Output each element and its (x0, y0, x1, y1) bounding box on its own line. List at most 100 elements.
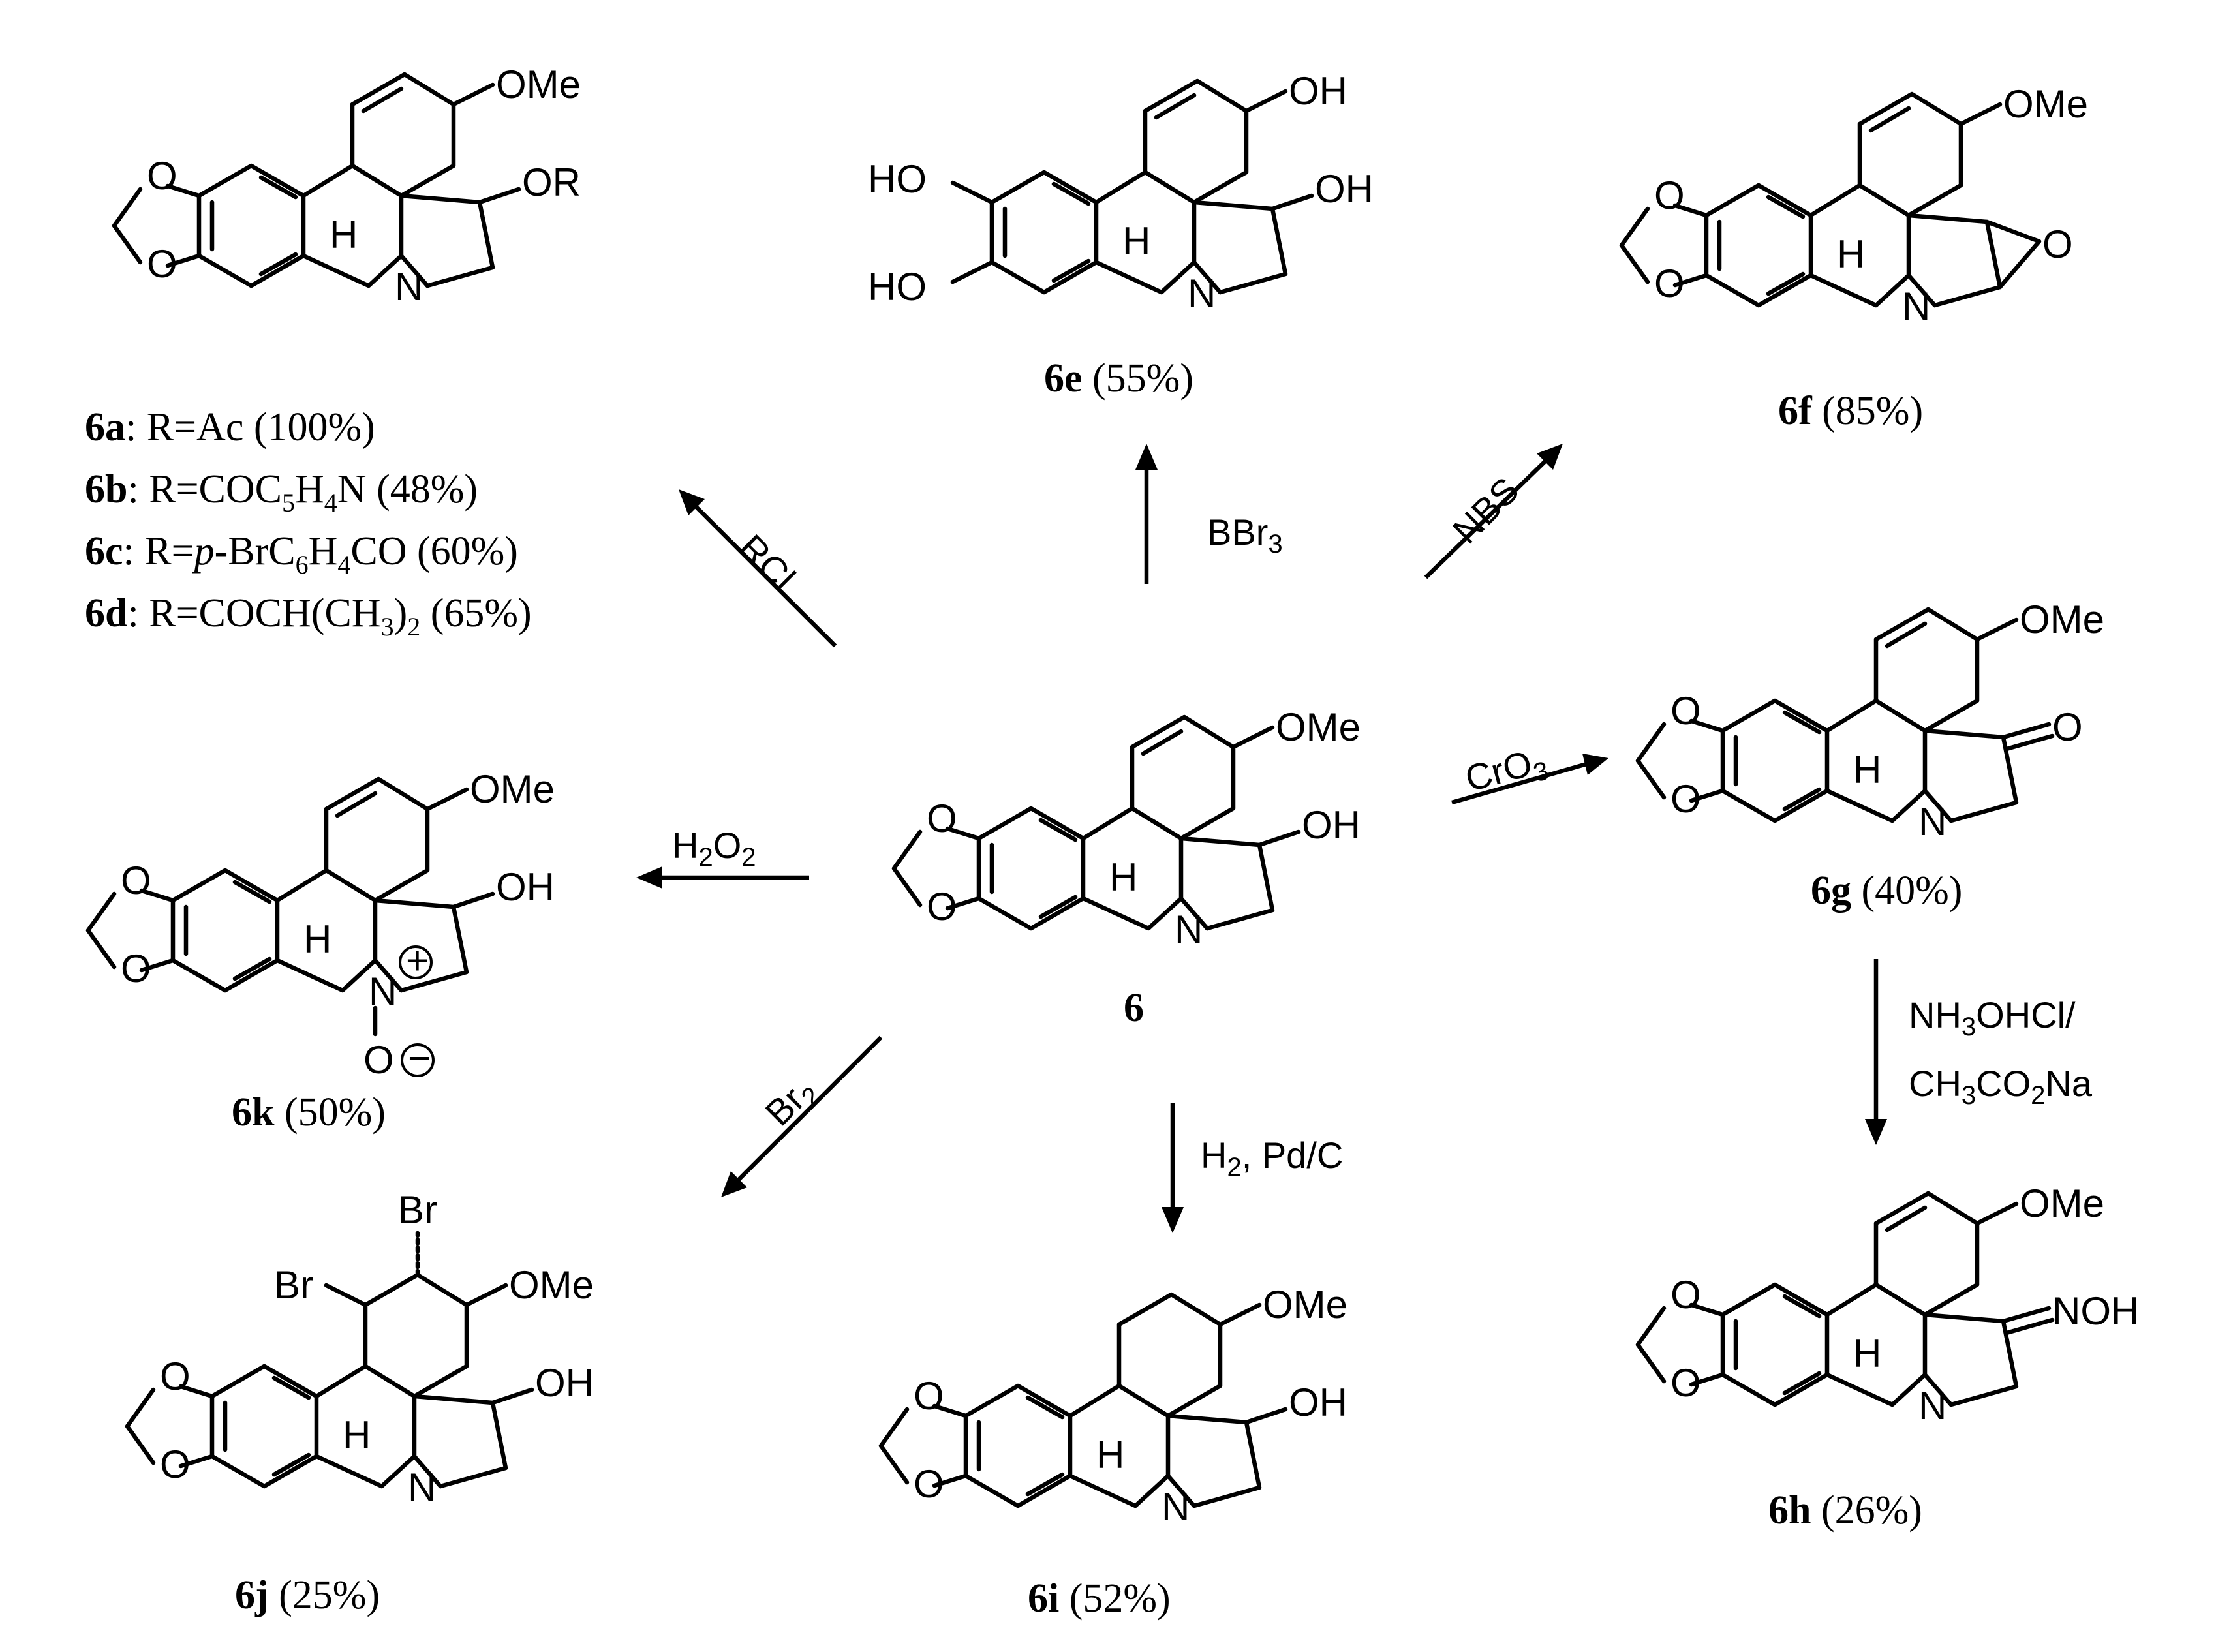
ome-label: OMe (1263, 1283, 1347, 1326)
ome-label: OMe (2020, 598, 2104, 641)
atom-n: N (1918, 800, 1946, 844)
atom-h: H (1096, 1433, 1124, 1476)
reagent-rcl: RCl (731, 527, 803, 599)
series-6d: 6d: R=COCH(CH3)2 (65%) (85, 591, 532, 641)
epoxide-o: O (2042, 222, 2073, 266)
oh-right-label: OH (1315, 167, 1374, 211)
br-label: Br (398, 1188, 437, 1232)
series-6c: 6c: R=p-BrC6H4CO (60%) (85, 529, 518, 579)
oh-label: OH (1289, 1381, 1347, 1424)
atom-h: H (1853, 748, 1881, 791)
atom-o: O (147, 154, 177, 198)
atom-h: H (1122, 219, 1150, 263)
oh-label: OH (1302, 803, 1361, 847)
compound-6k: O O N H + O − OMe OH (88, 767, 555, 1082)
reagent-bbr3: BBr3 (1207, 512, 1283, 558)
atom-o: O (1670, 689, 1701, 733)
atom-o: O (927, 885, 957, 928)
arrow-h2-pdc: H2, Pd/C (1162, 1103, 1343, 1233)
atom-o: O (1654, 174, 1685, 217)
atom-h: H (1837, 232, 1865, 276)
minus-charge-icon (401, 1043, 435, 1077)
compound-6i: O O N H OMe OH (878, 1283, 1347, 1529)
label-6i: 6i (52%) (1028, 1576, 1171, 1621)
minus-sign: − (408, 1036, 431, 1080)
label-6k: 6k (50%) (232, 1090, 386, 1135)
reagent-nh3ohcl: NH3OHCl/ (1909, 994, 2076, 1041)
atom-o: O (1670, 1361, 1701, 1405)
atom-o: O (121, 859, 151, 902)
atom-n: N (1188, 271, 1216, 315)
atom-o: O (927, 797, 957, 840)
arrow-bbr3: BBr3 (1135, 444, 1283, 584)
label-6f: 6f (85%) (1778, 389, 1923, 433)
atom-n: N (1918, 1384, 1946, 1428)
arrow-nbs: NBS (1424, 444, 1563, 579)
reagent-acona: CH3CO2Na (1909, 1063, 2093, 1110)
series-6a: 6a: R=Ac (100%) (85, 405, 375, 450)
atom-h: H (1109, 855, 1137, 899)
br-label: Br (274, 1263, 313, 1307)
atom-o: O (121, 947, 151, 990)
atom-o: O (1670, 777, 1701, 821)
compound-6g: O O N H OMe O (1638, 598, 2104, 844)
atom-h: H (343, 1413, 371, 1457)
compound-6a: O O N H OMe OR (114, 63, 581, 309)
oxime-label: NOH (2052, 1289, 2139, 1333)
arrow-oxime: NH3OHCl/ CH3CO2Na (1865, 959, 2093, 1145)
ome-label: OMe (509, 1263, 594, 1307)
arrow-cro3: CrO3 (1451, 739, 1608, 805)
plus-charge-icon (399, 945, 433, 979)
series-6b: 6b: R=COC5H4N (48%) (85, 467, 478, 517)
atom-o: O (1670, 1273, 1701, 1317)
atom-o: O (1654, 262, 1685, 305)
ome-label: OMe (470, 767, 555, 811)
reagent-nbs: NBS (1445, 469, 1527, 551)
label-6g: 6g (40%) (1811, 868, 1962, 913)
atom-n: N (1902, 284, 1930, 328)
compound-6j: O O N H Br Br OMe OH (125, 1188, 594, 1509)
ome-label: OMe (2003, 82, 2088, 126)
atom-n: N (1175, 908, 1203, 951)
compound-6f: O O N H OMe O (1622, 82, 2088, 328)
oh-label: OH (535, 1361, 594, 1405)
label-6j: 6j (25%) (235, 1573, 380, 1617)
series-list: 6a: R=Ac (100%) 6b: R=COC5H4N (48%) 6c: … (85, 405, 532, 641)
ho-label: HO (868, 157, 927, 201)
label-6h: 6h (26%) (1768, 1488, 1922, 1533)
atom-n: N (369, 970, 397, 1013)
ome-label: OMe (1276, 705, 1361, 749)
arrow-h2o2: H2O2 (636, 825, 809, 889)
arrow-br2: Br2 (721, 1035, 883, 1197)
arrow-rcl: RCl (679, 489, 837, 648)
reagent-br2: Br2 (757, 1068, 826, 1137)
compound-6: O O N H OMe OH (894, 705, 1361, 951)
atom-o: O (160, 1443, 191, 1486)
ome-label: OMe (496, 63, 581, 106)
compound-6h: O O N H OMe NOH (1638, 1182, 2139, 1428)
oh-label: OH (496, 865, 555, 909)
compound-6e: HO HO N H OH OH (868, 69, 1374, 315)
ho-label: HO (868, 265, 927, 309)
atom-n: N (408, 1465, 436, 1509)
label-6e: 6e (55%) (1044, 356, 1193, 401)
atom-o: O (914, 1374, 944, 1418)
atom-h: H (330, 213, 358, 256)
atom-h: H (303, 917, 331, 961)
or-label: OR (522, 161, 581, 204)
o-minus-label: O (363, 1038, 394, 1082)
atom-o: O (147, 242, 177, 286)
reagent-h2o2: H2O2 (672, 825, 756, 872)
ome-label: OMe (2020, 1182, 2104, 1225)
atom-n: N (1162, 1485, 1190, 1529)
atom-o: O (160, 1354, 191, 1398)
oh-top-label: OH (1289, 69, 1347, 113)
label-6: 6 (1124, 986, 1144, 1030)
ketone-o: O (2052, 705, 2083, 749)
reagent-h2-pdc: H2, Pd/C (1201, 1135, 1343, 1182)
reagent-cro3: CrO3 (1461, 739, 1552, 805)
plus-sign: + (406, 939, 429, 983)
atom-n: N (395, 265, 423, 309)
atom-o: O (914, 1462, 944, 1506)
